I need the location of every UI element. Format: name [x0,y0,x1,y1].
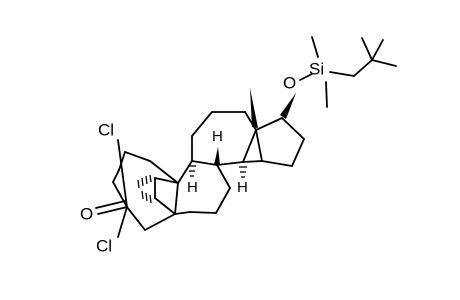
tbs-group-bonds [299,36,397,108]
h-label-c9: H [187,179,198,196]
ring-d-bonds [242,117,305,167]
bond-cl-bottom [117,206,128,238]
bond-cl-top [117,139,128,208]
bond-c7-c8 [174,182,179,215]
bond-c1-c2 [124,151,151,162]
h-label-c8: H [212,128,223,145]
ketone-double-bond [95,200,128,215]
chlorine-label-top: Cl [98,120,114,139]
ring-b-bonds [174,160,231,215]
ring-c-bonds [191,111,257,166]
c8-h-wedge [214,147,220,165]
bond-c8-c1 [149,160,179,184]
c9-h-hashes [188,165,196,177]
bond-c6-c7 [144,213,176,231]
c17-o-wedge [280,93,296,119]
bond-c2-c3 [118,151,126,171]
bond-c4-c5 [112,181,128,208]
ether-oxygen-label: O [283,73,296,92]
chlorine-label-bottom: Cl [96,236,112,255]
silicon-label: Si [309,59,324,78]
cyclopropane-hashes [137,174,179,215]
h-label-c14: H [237,179,248,196]
bond-c3-c4 [112,169,120,183]
methyl-wedge [250,88,258,128]
bond-c5-c6 [126,206,146,231]
ring-a-bonds [112,139,179,238]
c14-h-hashes [239,166,247,178]
ketone-oxygen-label: O [80,204,93,223]
